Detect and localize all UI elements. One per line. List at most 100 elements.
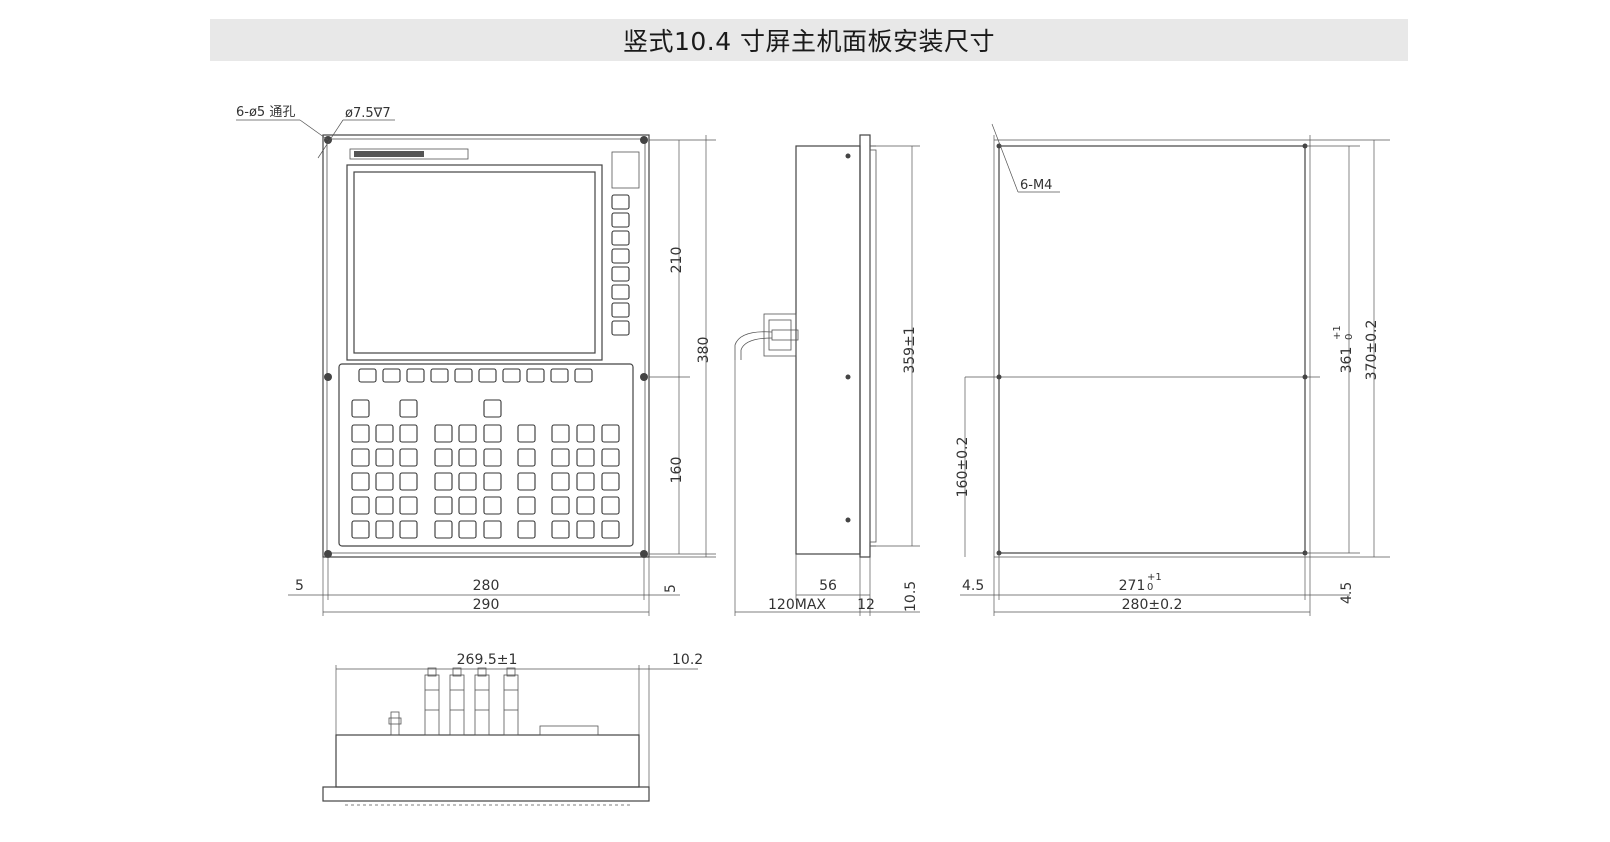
dim-56: 56	[819, 578, 837, 594]
keypad-key	[399, 520, 418, 539]
keypad-key	[517, 520, 536, 539]
mounting-hole	[324, 550, 332, 558]
keypad-key	[399, 472, 418, 491]
dim-160: 160	[669, 457, 685, 484]
keypad-key	[517, 448, 536, 467]
front-view-dimensions: 6-ø5 通孔 ø7.5∇7 210 380 160 280 290 5 5	[236, 105, 716, 616]
cutout-dim-280: 280±0.2	[1122, 597, 1183, 613]
keypad-key	[517, 472, 536, 491]
side-front-plate	[859, 134, 871, 558]
keypad-key	[375, 424, 394, 443]
dim-290: 290	[473, 597, 500, 613]
keypad-key	[601, 496, 620, 515]
side-view: 359±1 56 120MAX 12 10.5	[734, 134, 920, 616]
function-keys-top	[351, 399, 502, 418]
keypad-key	[483, 496, 502, 515]
title-bar: 竖式10.4 寸屏主机面板安装尺寸	[210, 19, 1408, 61]
side-housing	[795, 145, 861, 555]
keypad-key	[576, 520, 595, 539]
dim-380: 380	[696, 337, 712, 364]
page-title: 竖式10.4 寸屏主机面板安装尺寸	[622, 27, 996, 56]
side-softkeys	[611, 194, 630, 336]
mounting-holes	[324, 136, 648, 558]
bottom-softkeys	[358, 368, 593, 383]
side-connector	[734, 313, 799, 360]
keypad-key	[601, 448, 620, 467]
front-view	[322, 134, 650, 558]
keypad-key	[517, 424, 536, 443]
keypad-key	[601, 520, 620, 539]
cutout-dim-160: 160±0.2	[955, 437, 971, 498]
keypad-key	[434, 448, 453, 467]
mounting-hole	[640, 550, 648, 558]
keypad-key	[399, 424, 418, 443]
cutout-dim-271-tol-upper: +1	[1147, 572, 1162, 583]
dim-5-left: 5	[295, 578, 304, 594]
keypad-key	[458, 496, 477, 515]
keypad-key	[517, 496, 536, 515]
cutout-dim-271: 271	[1119, 578, 1146, 594]
dim-5-right: 5	[663, 584, 679, 593]
bottom-housing	[335, 734, 640, 788]
keypad-key	[576, 496, 595, 515]
keypad-key	[375, 448, 394, 467]
keypad-key	[375, 520, 394, 539]
dim-280: 280	[473, 578, 500, 594]
keypad-key	[375, 496, 394, 515]
dim-359: 359±1	[902, 326, 918, 373]
thread-note: 6-M4	[1020, 178, 1052, 193]
front-panel-outline	[322, 134, 650, 558]
keypad-key	[399, 448, 418, 467]
cutout-dim-361-tol-lower: 0	[1344, 334, 1355, 340]
cutout-dim-271-tol-lower: 0	[1147, 582, 1153, 593]
cutout-dim-361: 361	[1339, 347, 1355, 374]
screen-display	[353, 171, 596, 354]
keypad-key	[351, 424, 370, 443]
dim-12: 12	[857, 597, 875, 613]
keypad-key	[399, 496, 418, 515]
keypad-key	[351, 496, 370, 515]
keypad-key	[551, 448, 570, 467]
keypad-key	[458, 472, 477, 491]
brand-logo-strip	[349, 148, 469, 160]
front-panel-inner	[326, 138, 646, 554]
keypad-key	[551, 424, 570, 443]
mounting-hole	[324, 373, 332, 381]
keypad-key	[458, 448, 477, 467]
cutout-dim-370: 370±0.2	[1364, 320, 1380, 381]
keypad-key	[576, 424, 595, 443]
keyboard-area	[338, 363, 634, 547]
keypad-key	[551, 520, 570, 539]
keypad-key	[551, 472, 570, 491]
cutout-view: 6-M4 160±0.2 361 +1 0 370±0.2 4.5 271 +1…	[955, 123, 1390, 616]
keypad-key	[351, 472, 370, 491]
keypad-key	[351, 520, 370, 539]
keypad-key	[576, 472, 595, 491]
mounting-hole	[640, 373, 648, 381]
keypad-key	[483, 472, 502, 491]
dim-10-5: 10.5	[903, 581, 919, 612]
bottom-front-plate	[322, 786, 650, 802]
counterbore-note: ø7.5∇7	[345, 106, 391, 121]
mounting-hole	[640, 136, 648, 144]
panel-cutout	[998, 145, 1306, 554]
keypad-key	[551, 496, 570, 515]
keypad-key	[434, 520, 453, 539]
keypad-key	[375, 472, 394, 491]
keypad-key	[458, 424, 477, 443]
bottom-dim-10-2: 10.2	[672, 652, 703, 668]
keypad-key	[434, 424, 453, 443]
screen-frame	[346, 164, 603, 361]
keypad-key	[601, 472, 620, 491]
keypad-key	[458, 520, 477, 539]
keypad-key	[576, 448, 595, 467]
keypad	[351, 424, 620, 539]
keypad-key	[434, 496, 453, 515]
brand-logo	[354, 151, 424, 157]
bottom-dim-269-5: 269.5±1	[457, 652, 518, 668]
keypad-key	[483, 520, 502, 539]
keypad-key	[483, 424, 502, 443]
cutout-dim-4-5-right: 4.5	[1339, 582, 1355, 604]
keypad-key	[483, 448, 502, 467]
